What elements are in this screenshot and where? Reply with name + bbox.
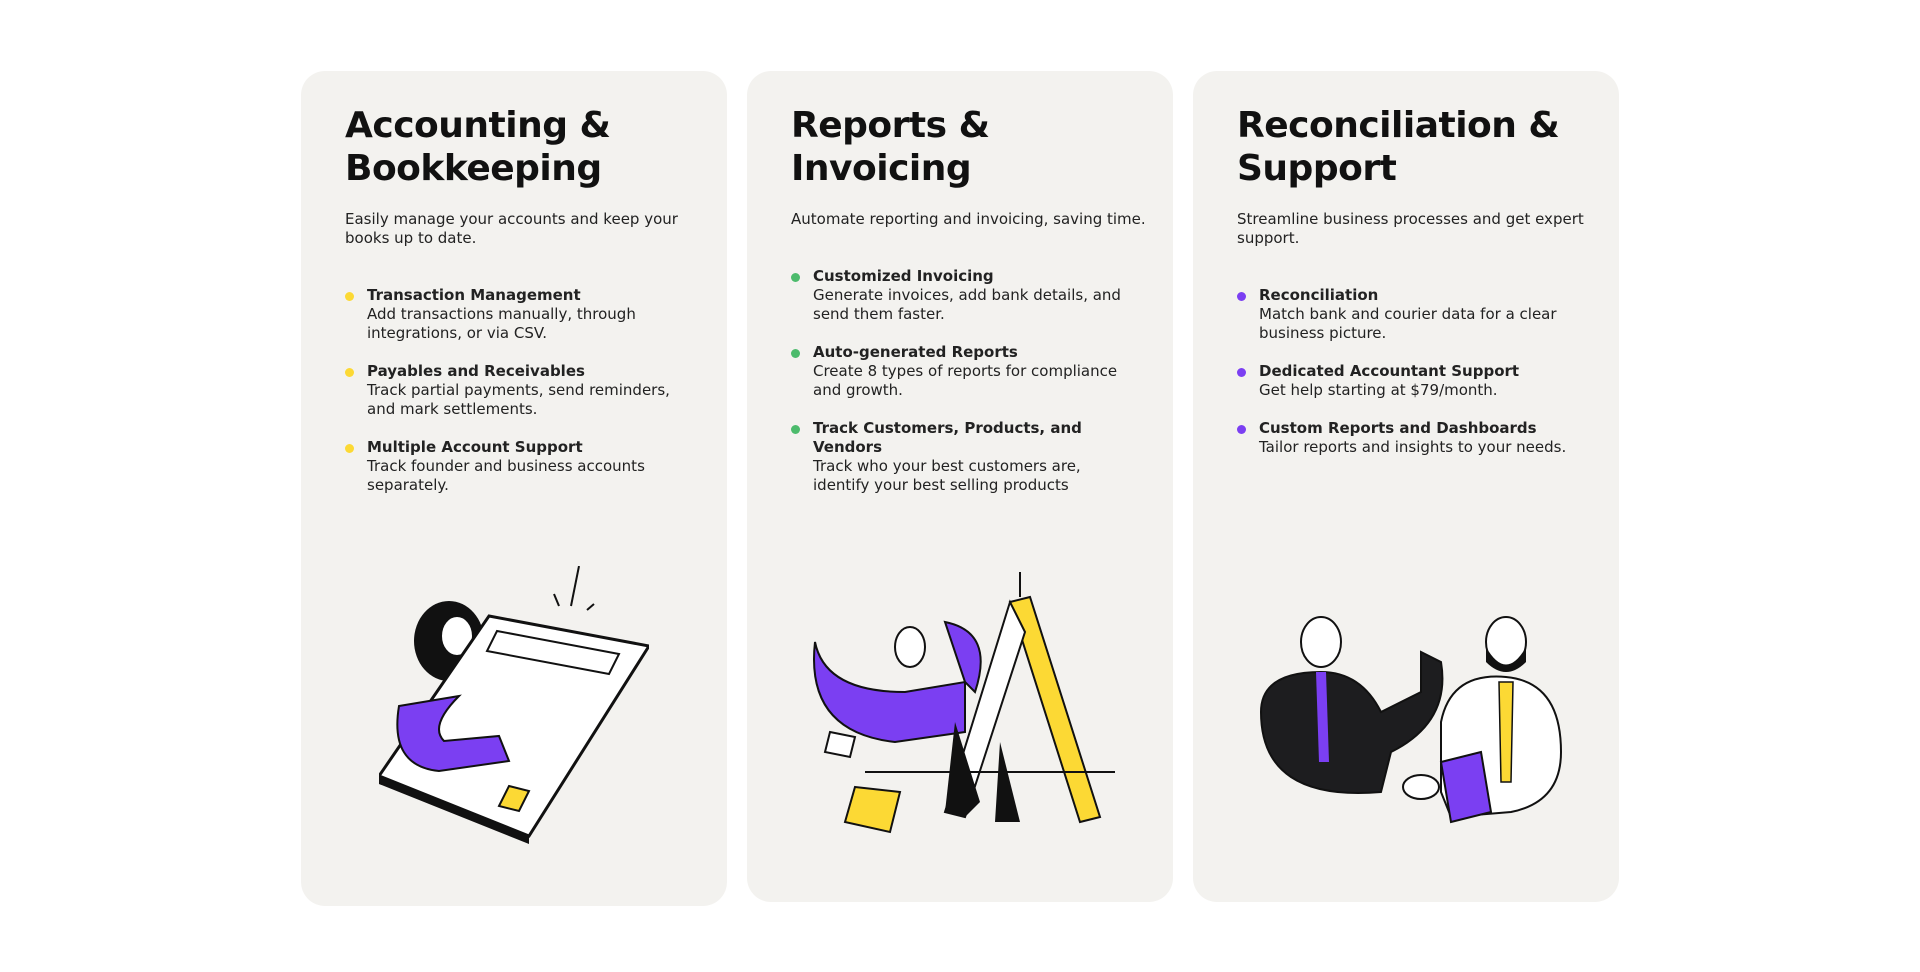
- bullet-icon: [345, 292, 354, 301]
- card-house-illustration: [813, 572, 1115, 834]
- feature-card-reconciliation: Reconciliation &Support Streamline busin…: [1193, 71, 1619, 902]
- bullet-icon: [791, 349, 800, 358]
- bullet-icon: [791, 425, 800, 434]
- card-description: Easily manage your accounts and keep you…: [345, 210, 678, 247]
- card-description: Automate reporting and invoicing, saving…: [791, 210, 1146, 228]
- card-title: Reconciliation &Support: [1237, 105, 1560, 189]
- bullet-icon: [345, 444, 354, 453]
- card-description: Streamline business processes and get ex…: [1237, 210, 1584, 247]
- calculator-illustration: [379, 566, 649, 844]
- bullet-icon: [345, 368, 354, 377]
- card-title: Reports &Invoicing: [791, 105, 990, 189]
- bullet-icon: [791, 273, 800, 282]
- handshake-illustration: [1259, 616, 1563, 824]
- bullet-icon: [1237, 368, 1246, 377]
- feature-card-accounting: Accounting &Bookkeeping Easily manage yo…: [301, 71, 727, 906]
- feature-card-reports: Reports &Invoicing Automate reporting an…: [747, 71, 1173, 902]
- card-title: Accounting &Bookkeeping: [345, 105, 611, 189]
- bullet-icon: [1237, 425, 1246, 434]
- bullet-icon: [1237, 292, 1246, 301]
